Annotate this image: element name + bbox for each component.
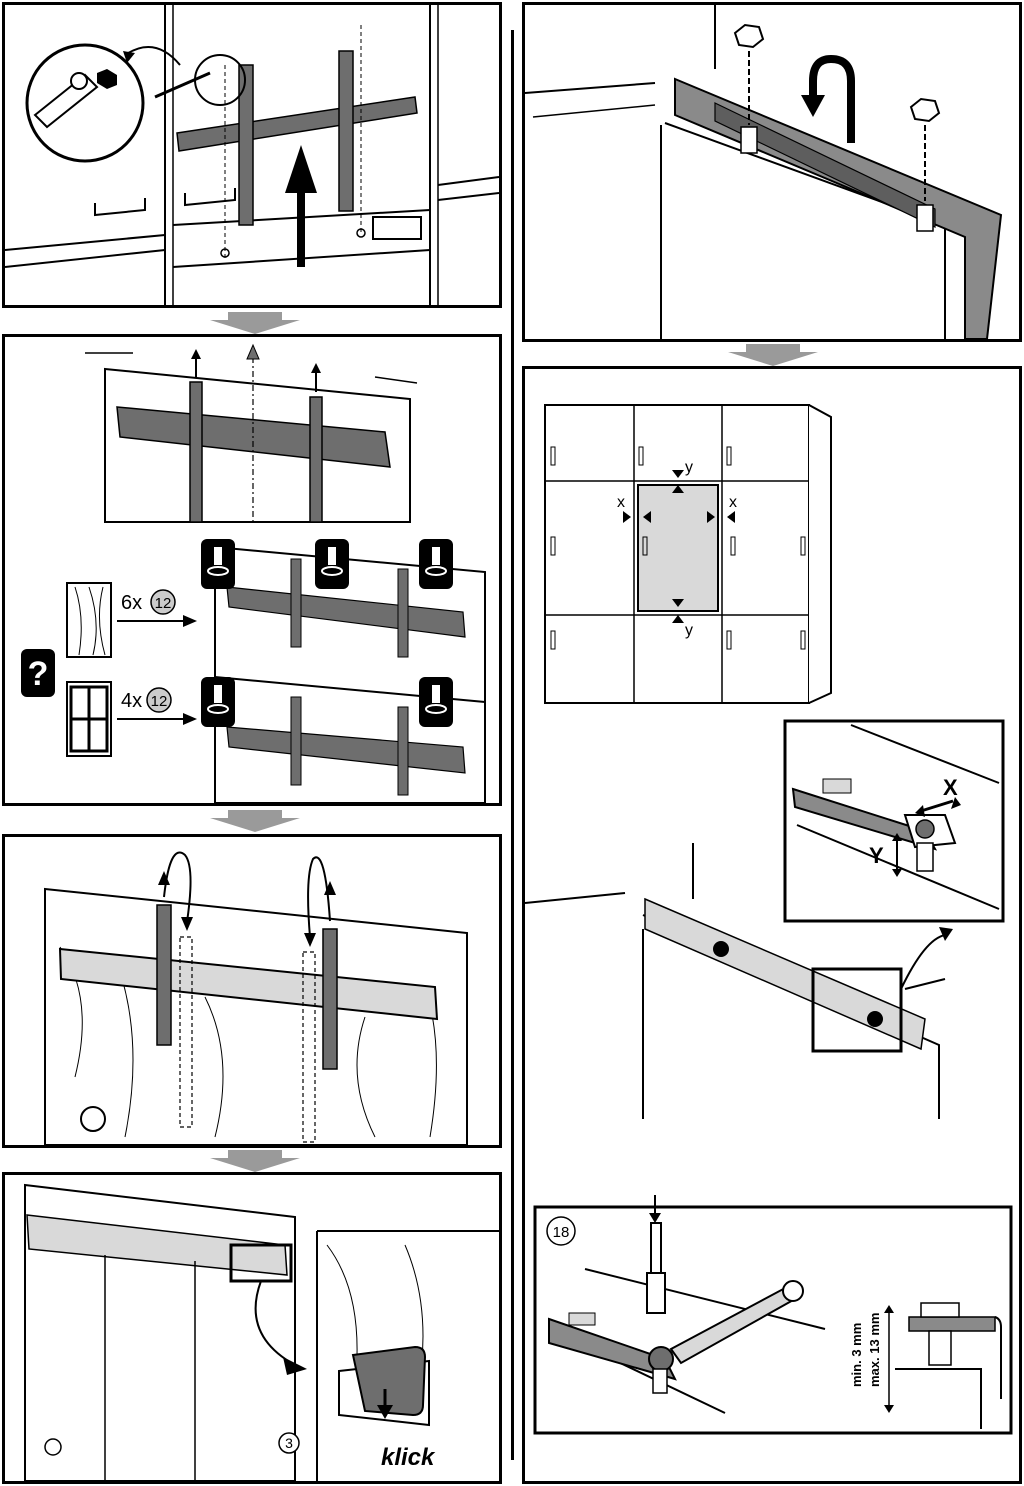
right-panel-2: y y x x X Y: [522, 366, 1022, 1484]
bracket-click-illustration: 3 klick: [24, 1183, 499, 1481]
door-alignment-illustration: y y x x X Y: [525, 404, 1013, 1435]
adjust-x-label: X: [943, 775, 958, 800]
step-18-badge: 18: [553, 1224, 570, 1241]
min-clearance-label: min. 3 mm: [849, 1323, 864, 1387]
gap-label-x-right: x: [729, 494, 737, 511]
screwdriver-icon: [201, 539, 235, 589]
flow-arrow-3: [210, 1150, 300, 1172]
left-panel-2: 6x 12 4x 12 ?: [2, 334, 502, 806]
screwdriver-icon: [315, 539, 349, 589]
screwdriver-icon: [419, 539, 453, 589]
click-sound-label: klick: [381, 1444, 436, 1471]
quantity-label-a: 6x: [121, 592, 142, 614]
gap-label-y-bottom: y: [685, 622, 693, 639]
max-clearance-label: max. 13 mm: [867, 1313, 882, 1387]
screwdriver-icon: [201, 677, 235, 727]
left-panel-4: 3 klick: [2, 1172, 502, 1484]
column-divider: [511, 30, 514, 1460]
flow-arrow-2: [210, 810, 300, 832]
gap-label-x-left: x: [617, 494, 625, 511]
gap-label-y-top: y: [685, 459, 693, 476]
screw-reference-a: 12: [155, 595, 172, 612]
quantity-label-b: 4x: [121, 690, 142, 712]
bracket-removal-illustration: [44, 851, 468, 1145]
right-panel-1: [522, 2, 1022, 342]
question-icon: ?: [28, 655, 49, 693]
hinge-bracket-install-illustration: [5, 5, 499, 305]
bracket-screw-illustration: 6x 12 4x 12 ?: [21, 343, 486, 803]
step-number-badge: 3: [285, 1435, 293, 1451]
flow-arrow-4: [728, 344, 818, 366]
screwdriver-icon: [419, 677, 453, 727]
flow-arrow-1: [210, 312, 300, 334]
hinge-plate-mount-illustration: [525, 5, 1003, 339]
adjust-y-label: Y: [869, 843, 884, 868]
left-panel-3: [2, 834, 502, 1148]
screw-reference-b: 12: [151, 693, 168, 710]
left-panel-1: [2, 2, 502, 308]
